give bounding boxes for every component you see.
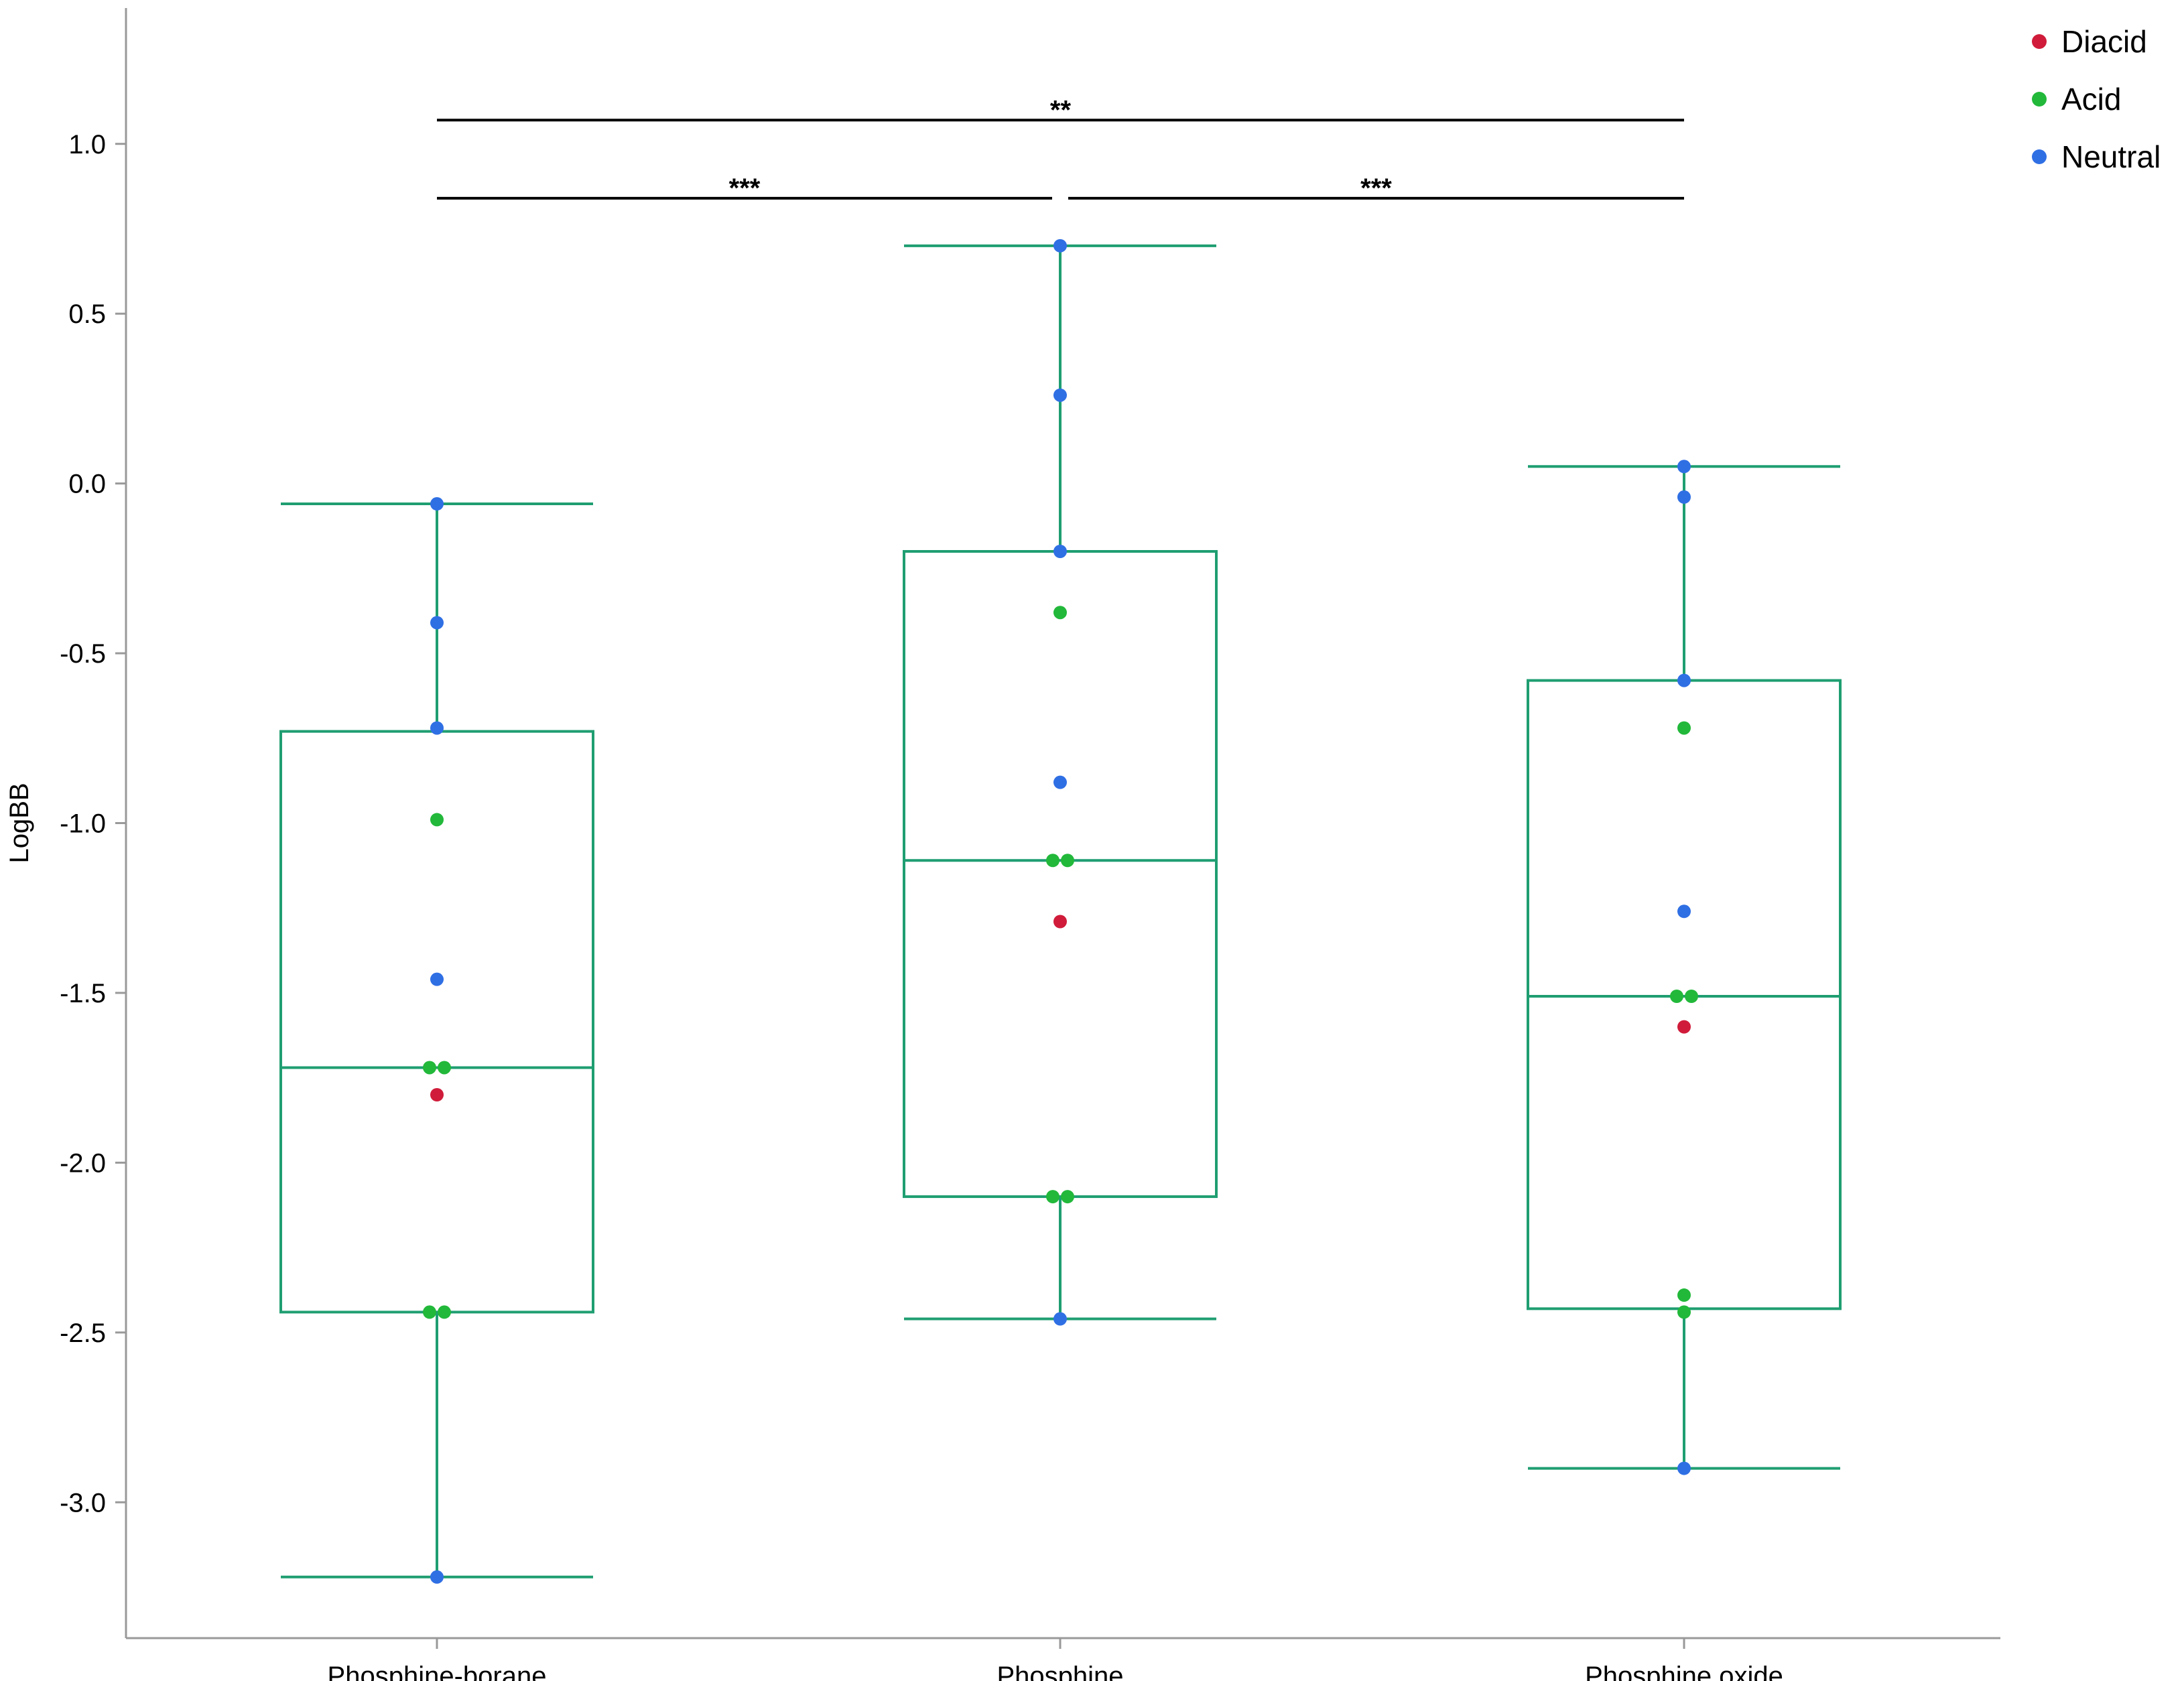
data-point-neutral [1053, 545, 1067, 558]
data-point-neutral [1677, 490, 1691, 504]
data-point-neutral [430, 497, 444, 511]
data-point-neutral [430, 721, 444, 735]
y-axis-title: LogBB [5, 783, 34, 863]
data-point-acid [1061, 854, 1074, 868]
data-point-acid [423, 1061, 436, 1075]
data-point-acid [1685, 990, 1698, 1004]
data-point-acid [438, 1061, 451, 1075]
box-iqr [903, 550, 1218, 1199]
significance-bracket: *** [437, 174, 1052, 203]
x-tick-label: Phosphine-borane [328, 1662, 547, 1681]
data-point-neutral [1053, 1312, 1067, 1326]
significance-label: *** [729, 174, 761, 203]
legend-item-acid: Acid [2032, 82, 2121, 117]
data-point-neutral [430, 616, 444, 630]
data-point-acid [1046, 854, 1059, 868]
data-point-neutral [430, 972, 444, 986]
legend-marker [2032, 92, 2047, 107]
y-tick-label: -2.0 [60, 1148, 106, 1178]
significance-brackets: ******** [437, 95, 1684, 203]
y-tick-label: -1.0 [60, 809, 106, 839]
x-tick-label: Phosphine [997, 1662, 1123, 1681]
y-tick-label: -3.0 [60, 1488, 106, 1518]
data-point-acid [1046, 1190, 1059, 1204]
series-diacid [430, 915, 1691, 1101]
y-tick-label: -2.5 [60, 1319, 106, 1348]
data-point-neutral [1677, 1461, 1691, 1475]
significance-bracket: *** [1068, 174, 1684, 203]
data-point-neutral [1677, 904, 1691, 919]
legend-label: Diacid [2061, 24, 2147, 59]
y-tick-label: -1.5 [60, 979, 106, 1008]
data-point-acid [1677, 1305, 1691, 1319]
y-tick-label: 0.5 [68, 299, 106, 329]
data-point-diacid [430, 1088, 444, 1101]
x-tick-label: Phosphine oxide [1585, 1662, 1783, 1681]
y-tick-label: 0.0 [68, 470, 106, 499]
boxes [279, 244, 1842, 1578]
y-tick-label: 1.0 [68, 130, 106, 159]
data-point-acid [423, 1305, 436, 1319]
box-phosphine-borane [279, 502, 594, 1578]
series-neutral [430, 239, 1691, 1584]
legend-label: Neutral [2061, 139, 2161, 174]
series-acid [423, 606, 1698, 1319]
legend-item-diacid: Diacid [2032, 24, 2147, 59]
data-point-acid [1677, 1288, 1691, 1302]
data-point-acid [430, 813, 444, 827]
significance-bracket: ** [437, 95, 1684, 125]
legend-label: Acid [2061, 82, 2121, 117]
data-point-neutral [430, 1570, 444, 1584]
legend-item-neutral: Neutral [2032, 139, 2161, 174]
data-point-diacid [1053, 915, 1067, 929]
y-tick-label: -0.5 [60, 639, 106, 669]
box-iqr [1527, 679, 1842, 1310]
data-point-acid [1053, 606, 1067, 620]
data-points [423, 239, 1698, 1584]
legend-marker [2032, 34, 2047, 49]
data-point-acid [1677, 721, 1691, 735]
data-point-acid [1061, 1190, 1074, 1204]
data-point-neutral [1677, 460, 1691, 474]
data-point-diacid [1677, 1020, 1691, 1034]
significance-label: ** [1050, 95, 1072, 125]
data-point-acid [1670, 990, 1683, 1004]
significance-label: *** [1360, 174, 1392, 203]
data-point-neutral [1053, 239, 1067, 253]
data-point-neutral [1677, 673, 1691, 687]
data-point-acid [438, 1305, 451, 1319]
legend-marker [2032, 149, 2047, 164]
data-point-neutral [1053, 775, 1067, 789]
data-point-neutral [1053, 388, 1067, 402]
axes: 1.0 0.5 0.0 -0.5 -1.0 -1.5 -2.0 -2.5 -3.0Phosphi… [5, 8, 2000, 1681]
